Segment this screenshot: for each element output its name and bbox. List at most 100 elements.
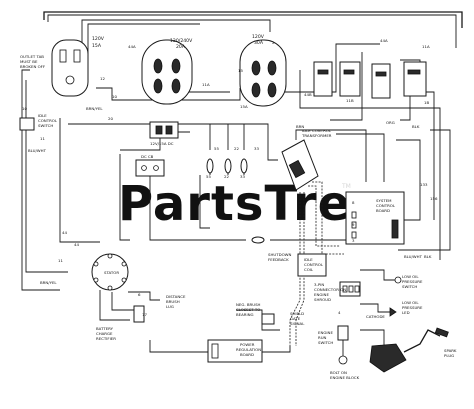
twist-lock-receptacle-20a: 120/240V 20A (141, 38, 193, 105)
node-77: 77 (142, 312, 147, 317)
shield-gate-note: SHIELD GATE SIGNAL (290, 311, 305, 326)
wire-brn: BRN (296, 124, 304, 129)
transformer-line1: IDLE CONTROL (302, 128, 332, 133)
node-9: 9 (352, 222, 355, 227)
spark-line2: PLUG (444, 353, 454, 358)
wire-33: 33 (254, 146, 259, 151)
shutdown-line1: SHUTDOWN (268, 252, 292, 257)
node-4: 4 (338, 310, 341, 315)
dist-brush-line3: LUG (166, 304, 174, 309)
3-pin-connector: 3-PIN CONNECTOR ON ENGINE SHROUD (314, 281, 361, 302)
stator-label: STATOR (104, 270, 119, 275)
wire-15a: 15A (240, 104, 248, 109)
wire-22: 22 (234, 146, 239, 151)
wire-55: 55 (214, 146, 219, 151)
pwr-reg-line3: BOARD (240, 352, 254, 357)
node-156: 156 (430, 196, 438, 201)
twist-lock-receptacle-30a: 120V 30A (239, 34, 287, 107)
oil-switch-line1: LOW OIL (402, 274, 419, 279)
neg-brush-line2: CLOSEST TO (236, 307, 260, 312)
board-line1: SYSTEM (376, 198, 392, 203)
idle-switch-line1: IDLE (38, 113, 47, 118)
idle-control-switch: IDLE CONTROL SWITCH (19, 113, 58, 131)
outlet-note-line3: BROKEN OFF (20, 64, 46, 69)
system-control-board: SYSTEM CONTROL BOARD (345, 191, 405, 245)
eng-switch-line2: RUN (318, 335, 327, 340)
wire-labels: BRN/YEL 11A 44A 11A 44B 11B 44A 12 10 11… (28, 38, 432, 285)
neg-brush-line3: BEARING (236, 312, 254, 317)
coil-line3: COIL (304, 267, 314, 272)
shutdown-feedback: SHUTDOWN FEEDBACK (268, 252, 292, 262)
shutdown-line2: FEEDBACK (268, 257, 289, 262)
wire-15: 15 (238, 68, 243, 73)
coil-line1: IDLE (304, 257, 313, 262)
battery-line3: RECTIFIER (96, 336, 116, 341)
rec-right-amp: 30A (254, 40, 264, 46)
outlet-note: OUTLET TAB MUST BE BROKEN OFF (20, 54, 46, 69)
wire-12: 12 (100, 76, 105, 81)
wire-brn-yel: BRN/YEL (86, 106, 103, 111)
node-10: 10 (22, 106, 27, 111)
pwr-reg-line2: REGULATION (236, 347, 261, 352)
low-oil-pressure-switch: LOW OIL PRESSURE SWITCH (360, 269, 423, 289)
node-3: 3 (352, 238, 355, 243)
shielded-cable (289, 181, 344, 346)
coil-line2: CONTROL (304, 262, 324, 267)
neg-brush-line1: NEG. BRUSH (236, 302, 261, 307)
wire-org: ORG (386, 120, 395, 125)
eng-switch-line1: ENGINE (318, 330, 333, 335)
watermark: PartsTree (118, 176, 385, 232)
negative-brush: NEG. BRUSH CLOSEST TO BEARING (236, 302, 280, 331)
dc-cb-label: DC CB (141, 154, 154, 159)
conn-line1: 3-PIN (314, 282, 324, 287)
eng-switch-line3: SWITCH (318, 340, 333, 345)
node-133: 133 (420, 182, 428, 187)
node-22: 22 (224, 174, 229, 179)
wire-44a-r: 44A (380, 38, 388, 43)
low-oil-led: CATHODE LOW OIL PRESSURE LED (360, 300, 423, 319)
wire-11a: 11A (202, 82, 210, 87)
idle-control-transformer: IDLE CONTROL TRANSFORMER (281, 128, 332, 191)
wire-10: 10 (112, 94, 117, 99)
shield-line1: SHIELD (290, 311, 304, 316)
ignition-coil-spark: SPARK PLUG (360, 327, 457, 373)
node-1b: 1B (424, 100, 429, 105)
wire-2: 2 (272, 40, 275, 45)
shield-line3: SIGNAL (290, 321, 305, 326)
conn-line3: ENGINE (314, 292, 329, 297)
rec-mid-amp: 20A (176, 44, 186, 50)
stator: STATOR (91, 253, 129, 291)
rec-left-label: 15A (92, 43, 102, 49)
node-55: 55 (206, 174, 211, 179)
bolt-line1: BOLT ON (330, 370, 347, 375)
wire-blk-right: BLK (424, 254, 432, 259)
battery-line2: CHARGE (96, 331, 113, 336)
wire-bundle-top (21, 11, 463, 291)
wire-blu-wht-2: BLU/WHT (404, 254, 423, 259)
node-33: 33 (240, 174, 245, 179)
pwr-reg-line1: POWER (240, 342, 255, 347)
oil-led-line3: LED (402, 310, 410, 315)
conn-line4: SHROUD (314, 297, 331, 302)
wire-brn-yel-2: BRN/YEL (40, 280, 57, 285)
idle-control-coil: IDLE CONTROL COIL (297, 253, 327, 277)
battery-charge-rectifier: BATTERY CHARGE RECTIFIER (96, 290, 145, 341)
power-regulation-board: POWER REGULATION BOARD (149, 339, 291, 363)
dist-brush-line1: DISTANCE (166, 294, 186, 299)
wire-44: 44 (74, 242, 79, 247)
spark-line1: SPARK (444, 348, 457, 353)
oil-led-line2: PRESSURE (402, 305, 423, 310)
node-44: 44 (62, 230, 67, 235)
node-8: 8 (352, 200, 355, 205)
board-line2: CONTROL (376, 203, 396, 208)
dc-circuit-breaker: DC CB (135, 154, 165, 177)
wire-11a-r: 11A (422, 44, 430, 49)
ground-bolt: BOLT ON ENGINE BLOCK (330, 355, 360, 380)
breaker-block (313, 61, 427, 99)
outlet-tab-receptacle: 120V 15A (51, 36, 105, 97)
outlet-note-line2: MUST BE (20, 59, 38, 64)
board-line3: BOARD (376, 208, 390, 213)
dc-rectifier: 12V/15A DC (149, 121, 179, 146)
node-6: 6 (138, 292, 141, 297)
